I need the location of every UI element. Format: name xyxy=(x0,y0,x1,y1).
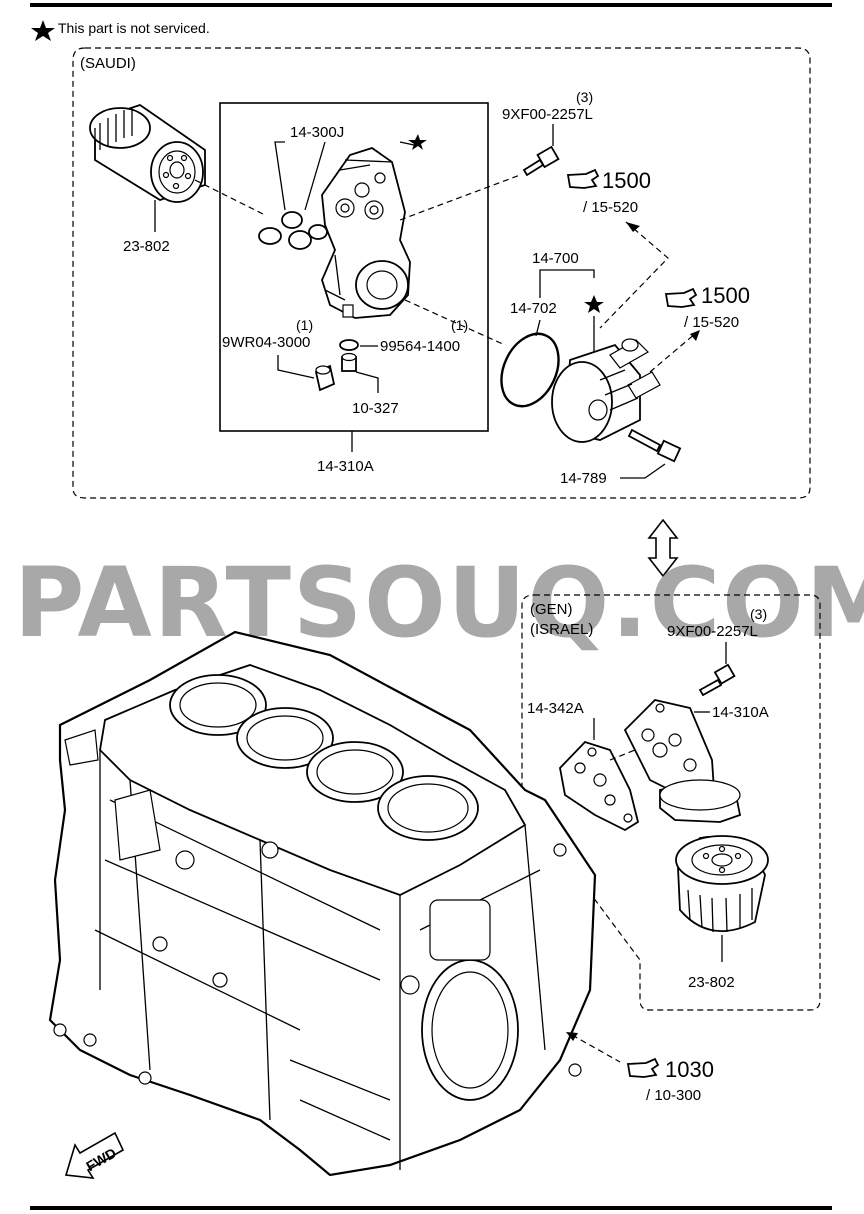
gen-gasket-14-342A[interactable] xyxy=(559,740,640,832)
saudi-bolt[interactable] xyxy=(522,145,560,177)
ref1-number[interactable]: 1500 xyxy=(602,168,651,193)
label-saudi-bolt-qty: (3) xyxy=(576,89,593,105)
label-drain: 10-327 xyxy=(352,400,399,417)
plug-9WR04-3000[interactable] xyxy=(314,364,336,392)
label-washer: 99564-1400 xyxy=(380,338,460,355)
saudi-filter-housing[interactable] xyxy=(321,147,411,319)
alternate-double-arrow xyxy=(647,518,679,578)
saudi-region-label: (SAUDI) xyxy=(80,55,136,72)
ref2-number[interactable]: 1500 xyxy=(701,283,750,308)
drain-plug-10-327[interactable] xyxy=(341,352,357,372)
gen-region-label: (GEN) xyxy=(530,601,573,618)
label-cooler-bolt: 14-789 xyxy=(560,470,607,487)
not-serviced-star-icon xyxy=(408,134,427,150)
label-gasket-set: 14-300J xyxy=(290,124,344,141)
ref1-page[interactable]: / 15-520 xyxy=(583,199,638,216)
label-saudi-housing: 14-310A xyxy=(317,458,374,475)
ref-hand-icon-1 xyxy=(566,168,600,189)
ref2-page[interactable]: / 15-520 xyxy=(684,314,739,331)
label-plug: 9WR04-3000 xyxy=(222,334,310,351)
label-plug-qty: (1) xyxy=(296,317,313,333)
watermark-text: PARTSOUQ.COM xyxy=(14,547,864,659)
gen-bolt[interactable] xyxy=(698,663,736,697)
label-saudi-filter: 23-802 xyxy=(123,238,170,255)
star-icon xyxy=(31,20,55,41)
label-gen-bolt-qty: (3) xyxy=(750,606,767,622)
housing-box xyxy=(219,102,489,432)
label-saudi-bolt: 9XF00-2257L xyxy=(502,106,593,123)
top-rule xyxy=(30,3,832,7)
block-ref-number[interactable]: 1030 xyxy=(665,1057,714,1082)
gen-oil-filter[interactable] xyxy=(675,835,769,933)
label-cooler-oring: 14-702 xyxy=(510,300,557,317)
gen-region-outline xyxy=(521,594,821,1011)
label-gen-filter: 23-802 xyxy=(688,974,735,991)
saudi-region-outline xyxy=(72,47,811,499)
label-gen-bolt: 9XF00-2257L xyxy=(667,623,758,640)
cooler-bolt-14-789[interactable] xyxy=(627,428,682,463)
label-washer-qty: (1) xyxy=(451,317,468,333)
ref-hand-icon-2 xyxy=(664,287,698,308)
ref-hand-icon-3 xyxy=(626,1057,660,1078)
cooler-oring-14-702[interactable] xyxy=(490,325,569,416)
label-cooler-assy: 14-700 xyxy=(532,250,579,267)
washer-99564-1400[interactable] xyxy=(339,339,359,351)
bottom-rule xyxy=(30,1206,832,1210)
gen-filter-housing[interactable] xyxy=(623,699,742,823)
fwd-arrow-icon: FWD xyxy=(64,1131,125,1179)
note-text: This part is not serviced. xyxy=(58,20,210,36)
label-gen-gasket: 14-342A xyxy=(527,700,584,717)
cylinder-block[interactable] xyxy=(48,630,597,1177)
oil-cooler-14-700[interactable] xyxy=(551,338,661,443)
saudi-oil-filter[interactable] xyxy=(89,104,206,203)
block-ref-page[interactable]: / 10-300 xyxy=(646,1087,701,1104)
gasket-set-14-300J[interactable] xyxy=(258,211,328,250)
israel-region-label: (ISRAEL) xyxy=(530,621,593,638)
cooler-star-icon xyxy=(584,295,604,313)
label-gen-housing: 14-310A xyxy=(712,704,769,721)
